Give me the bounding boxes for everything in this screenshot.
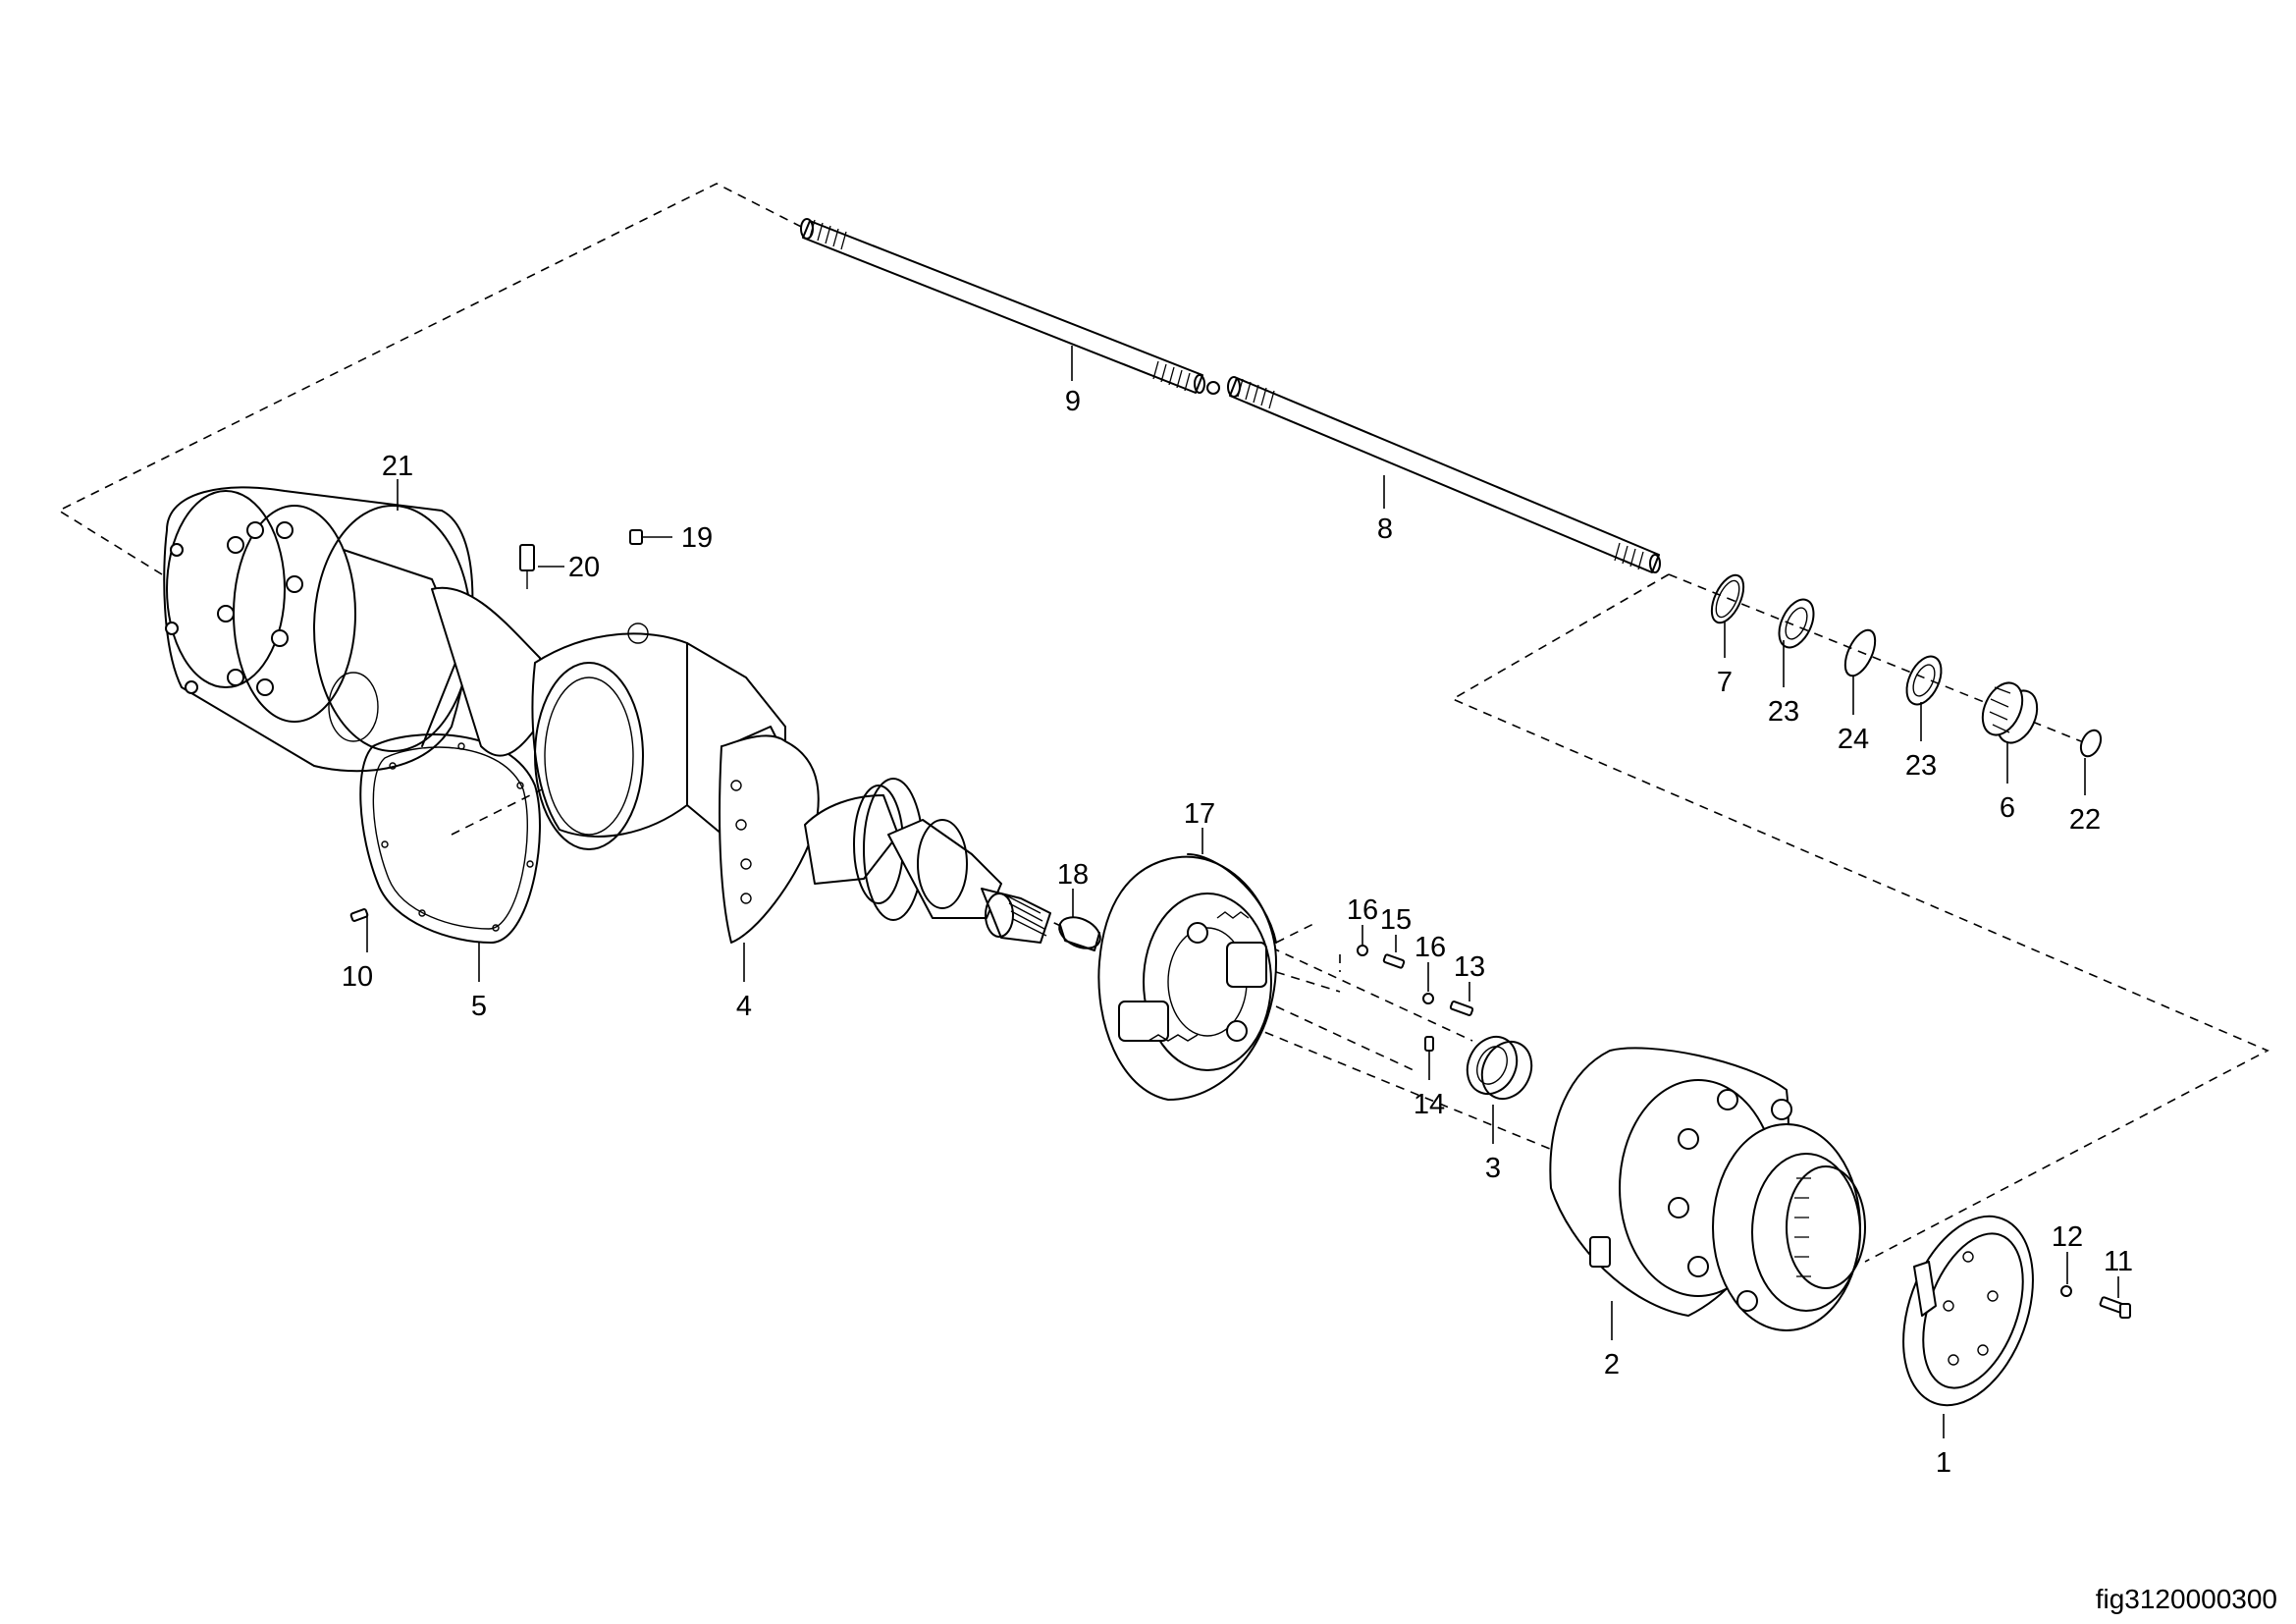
callout-21: 21 <box>382 451 413 482</box>
callout-14: 14 <box>1414 1089 1445 1120</box>
part-7-ring <box>1710 573 1745 624</box>
callout-3: 3 <box>1485 1153 1501 1184</box>
callout-7: 7 <box>1717 667 1733 698</box>
part-24-snap-ring <box>1843 628 1877 677</box>
callout-12: 12 <box>2052 1221 2083 1253</box>
callout-24: 24 <box>1838 724 1869 755</box>
callout-16-a: 16 <box>1347 894 1378 926</box>
part-17-brake-assembly <box>1097 853 1277 1101</box>
part-9-axle-shaft <box>800 218 1220 395</box>
callout-16-b: 16 <box>1415 932 1446 963</box>
part-6-sun-gear <box>1981 681 2039 744</box>
callout-10: 10 <box>342 961 373 993</box>
part-2-wheel-hub <box>1549 1047 1866 1331</box>
callout-8: 8 <box>1377 514 1393 545</box>
part-16-washer-b <box>1422 993 1434 1004</box>
part-11-bolt <box>2099 1296 2131 1319</box>
part-8-axle-shaft <box>1227 376 1661 573</box>
callout-23-b: 23 <box>1905 750 1937 782</box>
leader-lines <box>366 346 2119 1438</box>
callout-2: 2 <box>1604 1349 1620 1380</box>
callout-labels: 9 8 21 20 19 7 23 24 23 6 22 17 18 10 5 … <box>342 386 2133 1479</box>
callout-6: 6 <box>2000 792 2015 824</box>
figure-reference: fig3120000300 <box>2096 1584 2277 1614</box>
callout-18: 18 <box>1057 859 1089 891</box>
part-20-breather <box>519 544 535 589</box>
part-4-axle-housing <box>431 586 1051 944</box>
part-21-differential-carrier <box>163 486 474 773</box>
part-16-washer-a <box>1357 945 1368 956</box>
callout-20: 20 <box>568 552 600 583</box>
part-15-bolt <box>1382 953 1406 969</box>
callout-5: 5 <box>471 991 487 1022</box>
callout-22: 22 <box>2069 804 2101 836</box>
callout-11: 11 <box>2104 1246 2133 1277</box>
part-23-washer-a <box>1778 598 1815 649</box>
part-13-bolt <box>1449 1001 1474 1016</box>
part-23-washer-b <box>1905 655 1943 706</box>
callout-17: 17 <box>1184 798 1215 830</box>
part-12-washer <box>2060 1285 2072 1297</box>
part-10-plug <box>349 908 369 922</box>
part-19-plug <box>629 529 643 545</box>
callout-15: 15 <box>1380 904 1412 936</box>
part-22-ring <box>2079 729 2103 758</box>
callout-19: 19 <box>681 522 713 554</box>
part-14-pin <box>1424 1036 1434 1052</box>
part-3-seal <box>1466 1035 1533 1101</box>
callout-4: 4 <box>736 991 752 1022</box>
callout-1: 1 <box>1936 1447 1951 1479</box>
callout-9: 9 <box>1065 386 1081 417</box>
part-1-planetary-cover <box>1902 1215 2034 1407</box>
callout-13: 13 <box>1454 951 1485 983</box>
part-18-bushing <box>1058 916 1101 951</box>
callout-23-a: 23 <box>1768 696 1799 728</box>
